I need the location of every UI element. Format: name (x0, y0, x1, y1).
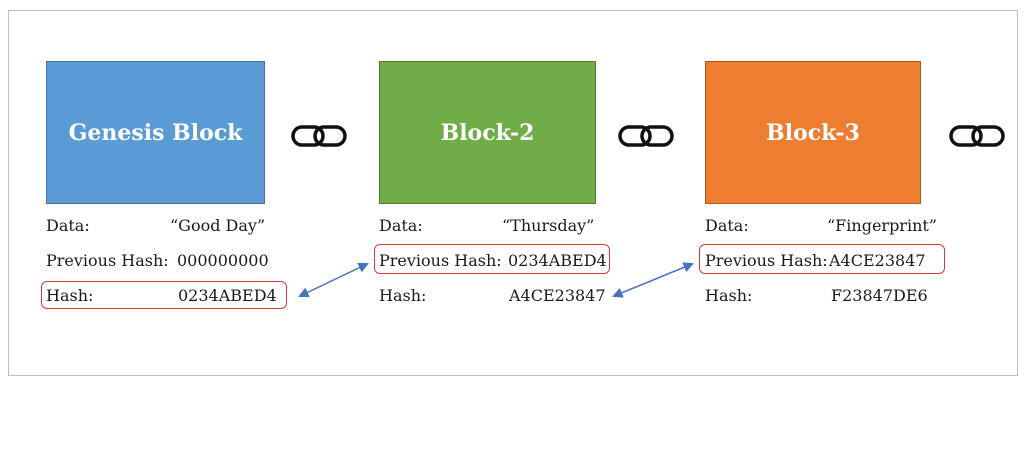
data-label: Data: (705, 216, 749, 235)
hash-value: A4CE23847 (509, 286, 606, 305)
hash-highlight (41, 281, 287, 309)
genesis-block: Genesis Block (46, 61, 265, 204)
previous-hash-value: 0234ABED4 (508, 251, 607, 270)
hash-label: Hash: (705, 286, 753, 305)
previous-hash-label: Previous Hash: (379, 251, 502, 270)
chain-link-icon (618, 125, 674, 147)
previous-hash-value: 000000000 (177, 251, 269, 270)
data-label: Data: (379, 216, 423, 235)
hash-label: Hash: (46, 286, 94, 305)
chain-link-icon (949, 125, 1005, 147)
previous-hash-value: A4CE23847 (829, 251, 926, 270)
data-label: Data: (46, 216, 90, 235)
hash-value: 0234ABED4 (178, 286, 277, 305)
diagram-frame (8, 10, 1018, 376)
previous-hash-label: Previous Hash: (705, 251, 828, 270)
previous-hash-label: Previous Hash: (46, 251, 169, 270)
chain-link-icon (291, 125, 347, 147)
data-value: “Good Day” (170, 216, 266, 235)
data-value: “Thursday” (502, 216, 595, 235)
block-2: Block-2 (379, 61, 596, 204)
arrow-block2-to-block3 (612, 262, 694, 298)
arrow-genesis-to-block2 (298, 262, 369, 298)
data-value: “Fingerprint” (827, 216, 937, 235)
previous-hash-highlight (374, 244, 610, 274)
hash-label: Hash: (379, 286, 427, 305)
block-3: Block-3 (705, 61, 921, 204)
hash-value: F23847DE6 (831, 286, 928, 305)
previous-hash-highlight (699, 244, 945, 274)
